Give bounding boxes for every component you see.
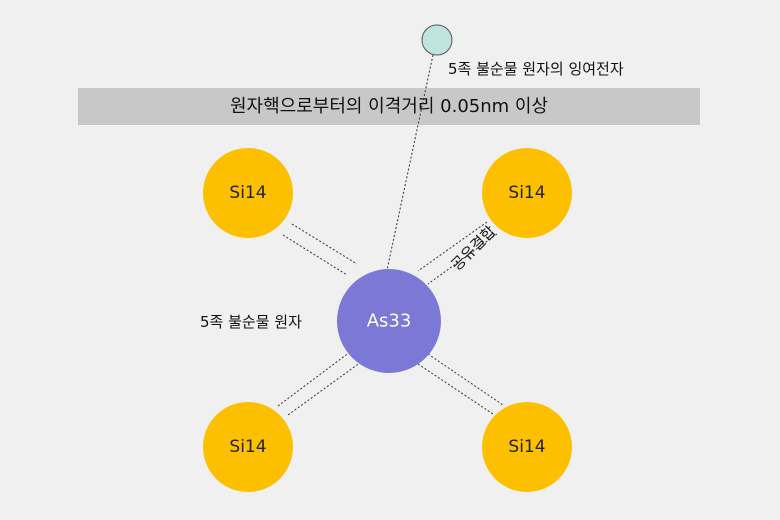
impurity-atom-label: 5족 불순물 원자 [200,313,302,331]
arsenic-atom [337,269,441,373]
bond-bottom-left [277,351,362,416]
electron-tether-line [386,54,434,271]
silicon-label-bottom-right: Si14 [508,437,546,457]
silicon-label-bottom-left: Si14 [229,437,267,457]
arsenic-label: As33 [366,310,412,332]
distance-band [78,88,700,125]
silicon-label-top-left: Si14 [229,183,267,203]
silicon-atom-top-right [482,148,572,238]
free-electron [421,24,453,56]
silicon-atom-bottom-right [482,402,572,492]
silicon-label-top-right: Si14 [508,183,546,203]
distance-band-label: 원자핵으로부터의 이격거리 0.05nm 이상 [229,96,549,117]
bond-top-left [282,223,358,276]
bond-bottom-right [417,353,504,415]
free-electron-label: 5족 불순물 원자의 잉여전자 [448,60,624,78]
silicon-atom-top-left [203,148,293,238]
silicon-atom-bottom-left [203,402,293,492]
